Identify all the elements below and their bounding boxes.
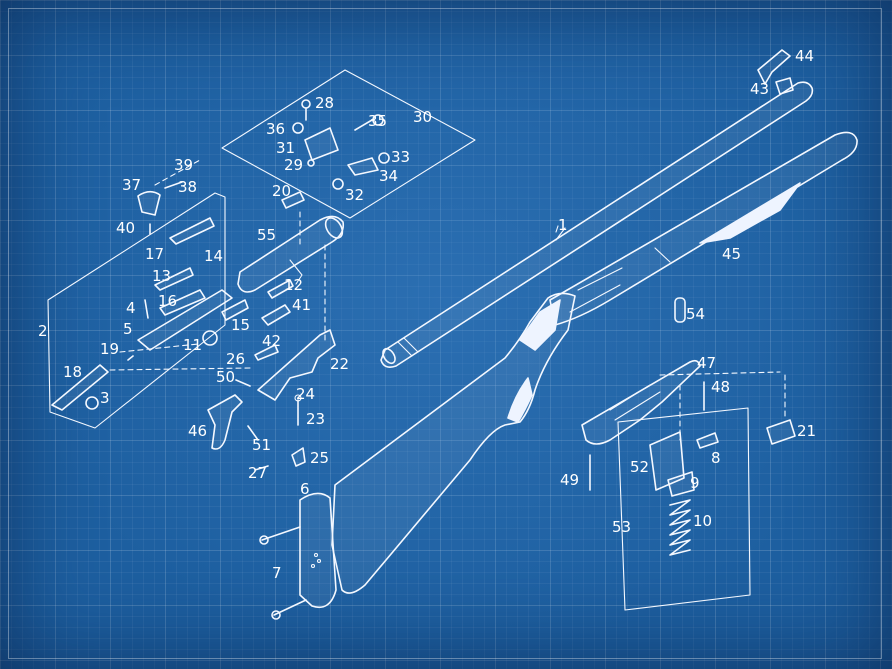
- label-52: 52: [630, 458, 649, 476]
- front-sight: [757, 49, 794, 95]
- label-3: 3: [100, 389, 110, 407]
- label-34: 34: [379, 167, 398, 185]
- part-labels: 1 2 3 4 5 6 7 8 9 10 11 12 13 14 15 16 1…: [38, 47, 816, 582]
- label-55: 55: [257, 226, 276, 244]
- label-9: 9: [690, 474, 700, 492]
- label-2: 2: [38, 322, 48, 340]
- butt-screws: [259, 526, 307, 620]
- label-4: 4: [126, 299, 136, 317]
- label-35: 35: [368, 112, 387, 130]
- label-46: 46: [188, 422, 207, 440]
- label-37: 37: [122, 176, 141, 194]
- label-36: 36: [266, 120, 285, 138]
- label-20: 20: [272, 182, 291, 200]
- hammer-assembly: [235, 279, 336, 401]
- stock: [331, 284, 621, 594]
- label-25: 25: [310, 449, 329, 467]
- label-51: 51: [252, 436, 271, 454]
- label-41: 41: [292, 296, 311, 314]
- label-40: 40: [116, 219, 135, 237]
- bolt: [237, 191, 345, 341]
- label-53: 53: [612, 518, 631, 536]
- label-8: 8: [711, 449, 721, 467]
- trigger-group: [47, 192, 251, 429]
- label-43: 43: [750, 80, 769, 98]
- leader-line: [555, 225, 559, 233]
- magazine-group: [581, 359, 796, 611]
- label-48: 48: [711, 378, 730, 396]
- label-29: 29: [284, 156, 303, 174]
- label-12: 12: [284, 276, 303, 294]
- safety-parts: [137, 159, 201, 235]
- label-30: 30: [413, 108, 432, 126]
- label-33: 33: [391, 148, 410, 166]
- trigger: [207, 394, 306, 471]
- label-10: 10: [693, 512, 712, 530]
- label-18: 18: [63, 363, 82, 381]
- blueprint-frame: [8, 8, 882, 659]
- label-11: 11: [183, 336, 202, 354]
- label-42: 42: [262, 332, 281, 350]
- sight-group: [221, 69, 476, 219]
- label-32: 32: [345, 186, 364, 204]
- label-39: 39: [174, 156, 193, 174]
- magazine-follower-cap: [674, 297, 686, 323]
- label-50: 50: [216, 368, 235, 386]
- label-28: 28: [315, 94, 334, 112]
- label-22: 22: [330, 355, 349, 373]
- label-47: 47: [697, 354, 716, 372]
- label-15: 15: [231, 316, 250, 334]
- label-16: 16: [158, 292, 177, 310]
- label-45: 45: [722, 245, 741, 263]
- label-23: 23: [306, 410, 325, 428]
- label-13: 13: [152, 267, 171, 285]
- label-26: 26: [226, 350, 245, 368]
- label-6: 6: [300, 480, 310, 498]
- label-54: 54: [686, 305, 705, 323]
- label-14: 14: [204, 247, 223, 265]
- label-1: 1: [558, 216, 568, 234]
- label-7: 7: [272, 564, 282, 582]
- label-27: 27: [248, 464, 267, 482]
- label-31: 31: [276, 139, 295, 157]
- barrel: [380, 81, 814, 368]
- label-49: 49: [560, 471, 579, 489]
- label-24: 24: [296, 385, 315, 403]
- butt-plate: [299, 492, 337, 609]
- label-38: 38: [178, 178, 197, 196]
- label-21: 21: [797, 422, 816, 440]
- label-5: 5: [123, 320, 133, 338]
- label-44: 44: [795, 47, 814, 65]
- label-19: 19: [100, 340, 119, 358]
- label-17: 17: [145, 245, 164, 263]
- forend: [549, 131, 858, 326]
